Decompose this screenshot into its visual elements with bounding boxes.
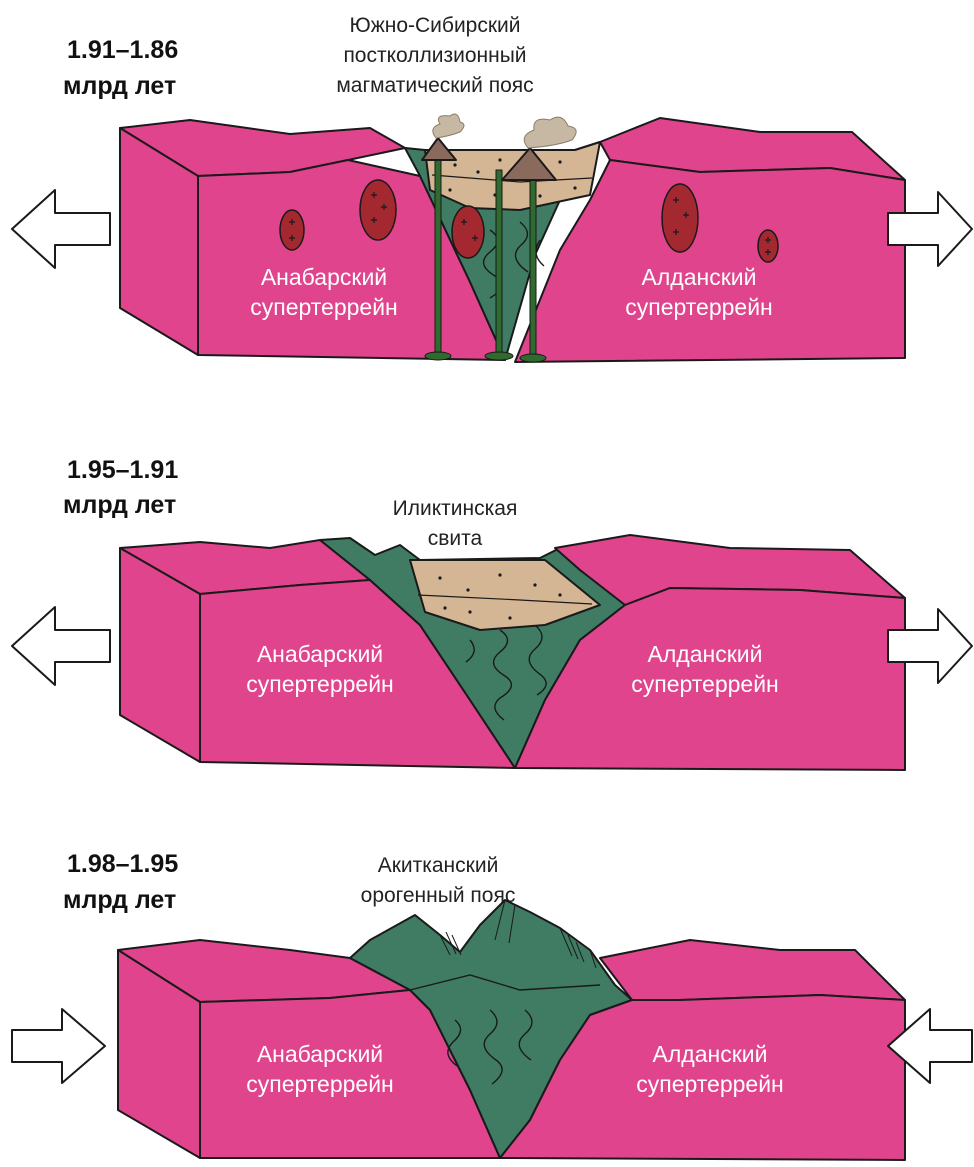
- stage-3-age: 1.98–1.95: [67, 850, 178, 878]
- stage-2-feature-line-1: Иликтинская: [393, 497, 518, 520]
- stage-1-left-label-1: Анабарский: [261, 264, 387, 290]
- stage-1-feature-line-1: Южно-Сибирский: [349, 14, 520, 37]
- stage-3-feature-line-2: орогенный пояс: [361, 884, 516, 907]
- arrow-outline-icon: [12, 1009, 105, 1083]
- stage-2-age-unit: млрд лет: [63, 491, 176, 519]
- arrow-outline-icon: [12, 607, 110, 685]
- stage-2-left-label-1: Анабарский: [257, 641, 383, 667]
- stage-2-feature-line-2: свита: [428, 527, 483, 550]
- stage-1-feature-line-2: постколлизионный: [343, 44, 526, 67]
- stage-2: 1.95–1.91 млрд лет Иликтинская свита Ана…: [12, 456, 972, 770]
- stage-2-left-label-2: супертеррейн: [246, 671, 394, 697]
- stage-3-right-label-1: Алданский: [653, 1041, 768, 1067]
- stage-1-feature-line-3: магматический пояс: [336, 74, 533, 97]
- stage-2-right-label-1: Алданский: [648, 641, 763, 667]
- stage-3-feature-line-1: Акитканский: [378, 854, 499, 877]
- stage-1-right-label-2: супертеррейн: [625, 294, 773, 320]
- stage-3-age-unit: млрд лет: [63, 886, 176, 914]
- stage-3: 1.98–1.95 млрд лет Акитканский орогенный…: [12, 850, 972, 1160]
- stage-3-left-label-2: супертеррейн: [246, 1071, 394, 1097]
- stage-3-right-label-2: супертеррейн: [636, 1071, 784, 1097]
- stage-1: 1.91–1.86 млрд лет Южно-Сибирский постко…: [12, 14, 972, 362]
- stage-2-right-label-2: супертеррейн: [631, 671, 779, 697]
- arrow-outline-icon: [12, 190, 110, 268]
- stage-2-age: 1.95–1.91: [67, 456, 178, 484]
- stage-1-right-label-1: Алданский: [642, 264, 757, 290]
- stage-1-left-label-2: супертеррейн: [250, 294, 398, 320]
- stage-1-age-unit: млрд лет: [63, 72, 176, 100]
- stage-3-left-label-1: Анабарский: [257, 1041, 383, 1067]
- stage-1-age: 1.91–1.86: [67, 36, 178, 64]
